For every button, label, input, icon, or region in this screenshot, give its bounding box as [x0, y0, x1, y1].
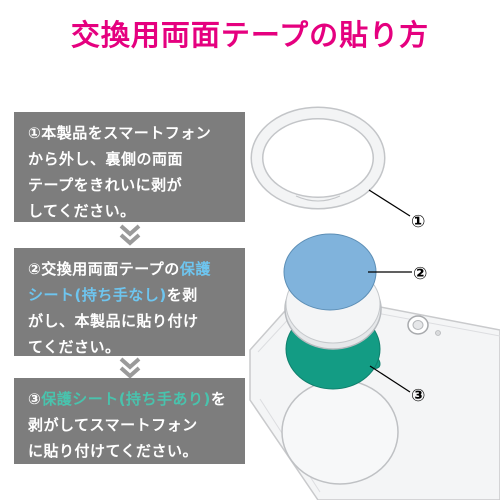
- double-chevron-down-icon: [119, 224, 141, 246]
- step-1-text-1: 本製品をスマートフォン: [41, 124, 212, 142]
- step-2-line-2: シート(持ち手なし)を剥: [28, 282, 235, 308]
- step-2-line-3: がし、本製品に貼り付け: [28, 312, 199, 330]
- placement-area: [281, 379, 399, 485]
- step-1-number: ①: [28, 124, 42, 142]
- step-2-text-1: 交換用両面テープの: [41, 260, 180, 278]
- step-3-number: ③: [28, 390, 42, 408]
- step-2-line-4: てください。: [28, 338, 121, 356]
- step-1-box: ①本製品をスマートフォン から外し、裏側の両面 テープをきれいに剥が してくださ…: [14, 112, 245, 222]
- step-2-text-2: を剥: [166, 286, 198, 304]
- step-1-line-4: してください。: [28, 202, 136, 220]
- step-2-highlight-1: 保護: [179, 260, 211, 278]
- step-3-line-3: に貼り付けてください。: [28, 442, 199, 460]
- step-3-text-1: を: [210, 390, 227, 408]
- step-2-number: ②: [28, 260, 42, 278]
- callout-label-1: ①: [411, 212, 425, 232]
- step-3-line-1: ③保護シート(持ち手あり)を: [28, 386, 235, 412]
- step-1-line-2: から外し、裏側の両面: [28, 150, 184, 168]
- callout-line-3: [369, 365, 411, 393]
- step-1-line-3: テープをきれいに剥が: [28, 176, 183, 194]
- callout-label-2: ②: [413, 264, 427, 284]
- page-title: 交換用両面テープの貼り方: [70, 18, 430, 52]
- ring-part: [250, 106, 386, 210]
- protective-sheet-without-tab: [283, 233, 377, 311]
- step-2-line-1: ②交換用両面テープの保護: [28, 256, 235, 282]
- step-2-highlight-2: シート(持ち手なし): [28, 286, 167, 304]
- step-1-line-1: ①本製品をスマートフォン: [28, 120, 235, 146]
- step-3-line-2: 剥がしてスマートフォン: [28, 416, 198, 434]
- callout-label-3: ③: [411, 386, 425, 406]
- step-2-box: ②交換用両面テープの保護 シート(持ち手なし)を剥 がし、本製品に貼り付け てく…: [14, 248, 245, 356]
- double-chevron-down-icon: [119, 357, 141, 379]
- callout-line-1: [368, 189, 411, 217]
- flash-icon: [435, 330, 441, 336]
- step-3-box: ③保護シート(持ち手あり)を 剥がしてスマートフォン に貼り付けてください。: [14, 378, 245, 464]
- step-3-highlight-1: 保護シート(持ち手あり): [41, 390, 211, 408]
